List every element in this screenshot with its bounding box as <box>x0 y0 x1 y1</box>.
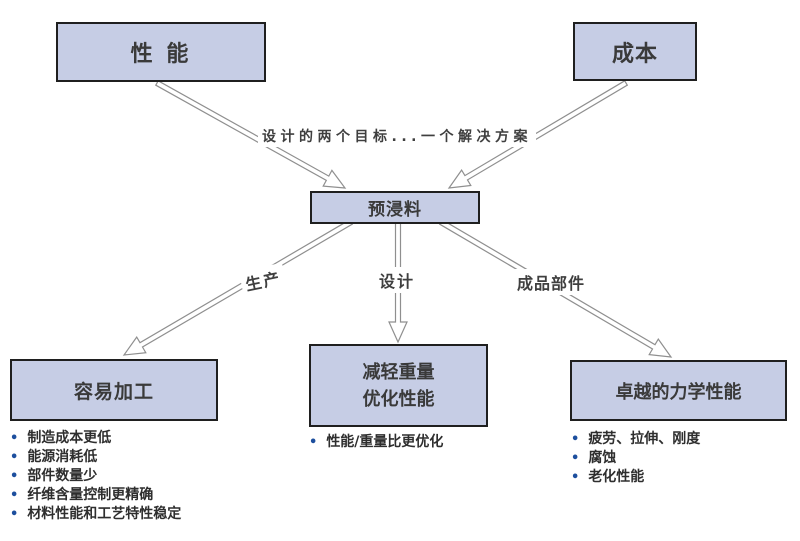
bullet-icon: • <box>10 469 19 484</box>
bullet-text: 部件数量少 <box>27 468 98 484</box>
finished-parts-label: 成品部件 <box>512 269 590 295</box>
design-label: 设计 <box>374 267 420 293</box>
bullet-text: 制造成本更低 <box>27 430 112 446</box>
bullet-icon: • <box>571 432 580 447</box>
list-item: • 能源消耗低 <box>10 448 260 467</box>
arrow-prepreg-to-easy-processing <box>122 218 354 356</box>
bullet-icon: • <box>10 450 19 465</box>
list-item: • 疲劳、拉伸、刚度 <box>571 430 791 449</box>
easy-processing-box: 容易加工 <box>10 359 218 421</box>
list-item: • 腐蚀 <box>571 449 791 468</box>
performance-box: 性 能 <box>56 22 266 82</box>
bullet-text: 材料性能和工艺特性稳定 <box>27 506 182 522</box>
arrow-cost-to-prepreg <box>447 79 629 189</box>
mechanical-bullet-list: • 疲劳、拉伸、刚度 • 腐蚀 • 老化性能 <box>571 430 791 487</box>
prepreg-box: 预浸料 <box>310 191 480 224</box>
bullet-text: 腐蚀 <box>588 450 617 466</box>
bullet-text: 能源消耗低 <box>27 449 98 465</box>
weight-bullet-list: • 性能/重量比更优化 <box>309 433 529 452</box>
bullet-icon: • <box>309 435 318 450</box>
bullet-text: 疲劳、拉伸、刚度 <box>588 431 701 447</box>
bullet-icon: • <box>10 488 19 503</box>
bullet-text: 老化性能 <box>588 469 645 485</box>
bullet-icon: • <box>10 431 19 446</box>
list-item: • 制造成本更低 <box>10 429 260 448</box>
weight-optimization-box: 减轻重量 优化性能 <box>309 344 488 427</box>
bullet-icon: • <box>571 451 580 466</box>
list-item: • 部件数量少 <box>10 467 260 486</box>
cost-box: 成本 <box>573 22 697 81</box>
goal-label: 设计的两个目标...一个解决方案 <box>258 125 536 147</box>
mechanical-properties-box: 卓越的力学性能 <box>570 360 787 421</box>
bullet-icon: • <box>10 507 19 522</box>
list-item: • 性能/重量比更优化 <box>309 433 529 452</box>
prepreg-box-label: 预浸料 <box>368 200 422 220</box>
mechanical-box-label: 卓越的力学性能 <box>615 381 742 403</box>
list-item: • 材料性能和工艺特性稳定 <box>10 505 260 524</box>
cost-box-label: 成本 <box>611 41 658 67</box>
weight-box-line1: 减轻重量 <box>362 361 435 383</box>
weight-box-line2: 优化性能 <box>362 388 435 410</box>
arrow-performance-to-prepreg <box>154 79 347 189</box>
easy-processing-box-label: 容易加工 <box>73 380 154 403</box>
bullet-icon: • <box>571 470 580 485</box>
bullet-text: 纤维含量控制更精确 <box>27 487 154 503</box>
list-item: • 纤维含量控制更精确 <box>10 486 260 505</box>
performance-box-label: 性 能 <box>130 42 192 67</box>
bullet-text: 性能/重量比更优化 <box>326 434 444 450</box>
easy-processing-bullet-list: • 制造成本更低 • 能源消耗低 • 部件数量少 • 纤维含量控制更精确 • 材料性能和工艺特性稳… <box>10 429 260 524</box>
list-item: • 老化性能 <box>571 468 791 487</box>
